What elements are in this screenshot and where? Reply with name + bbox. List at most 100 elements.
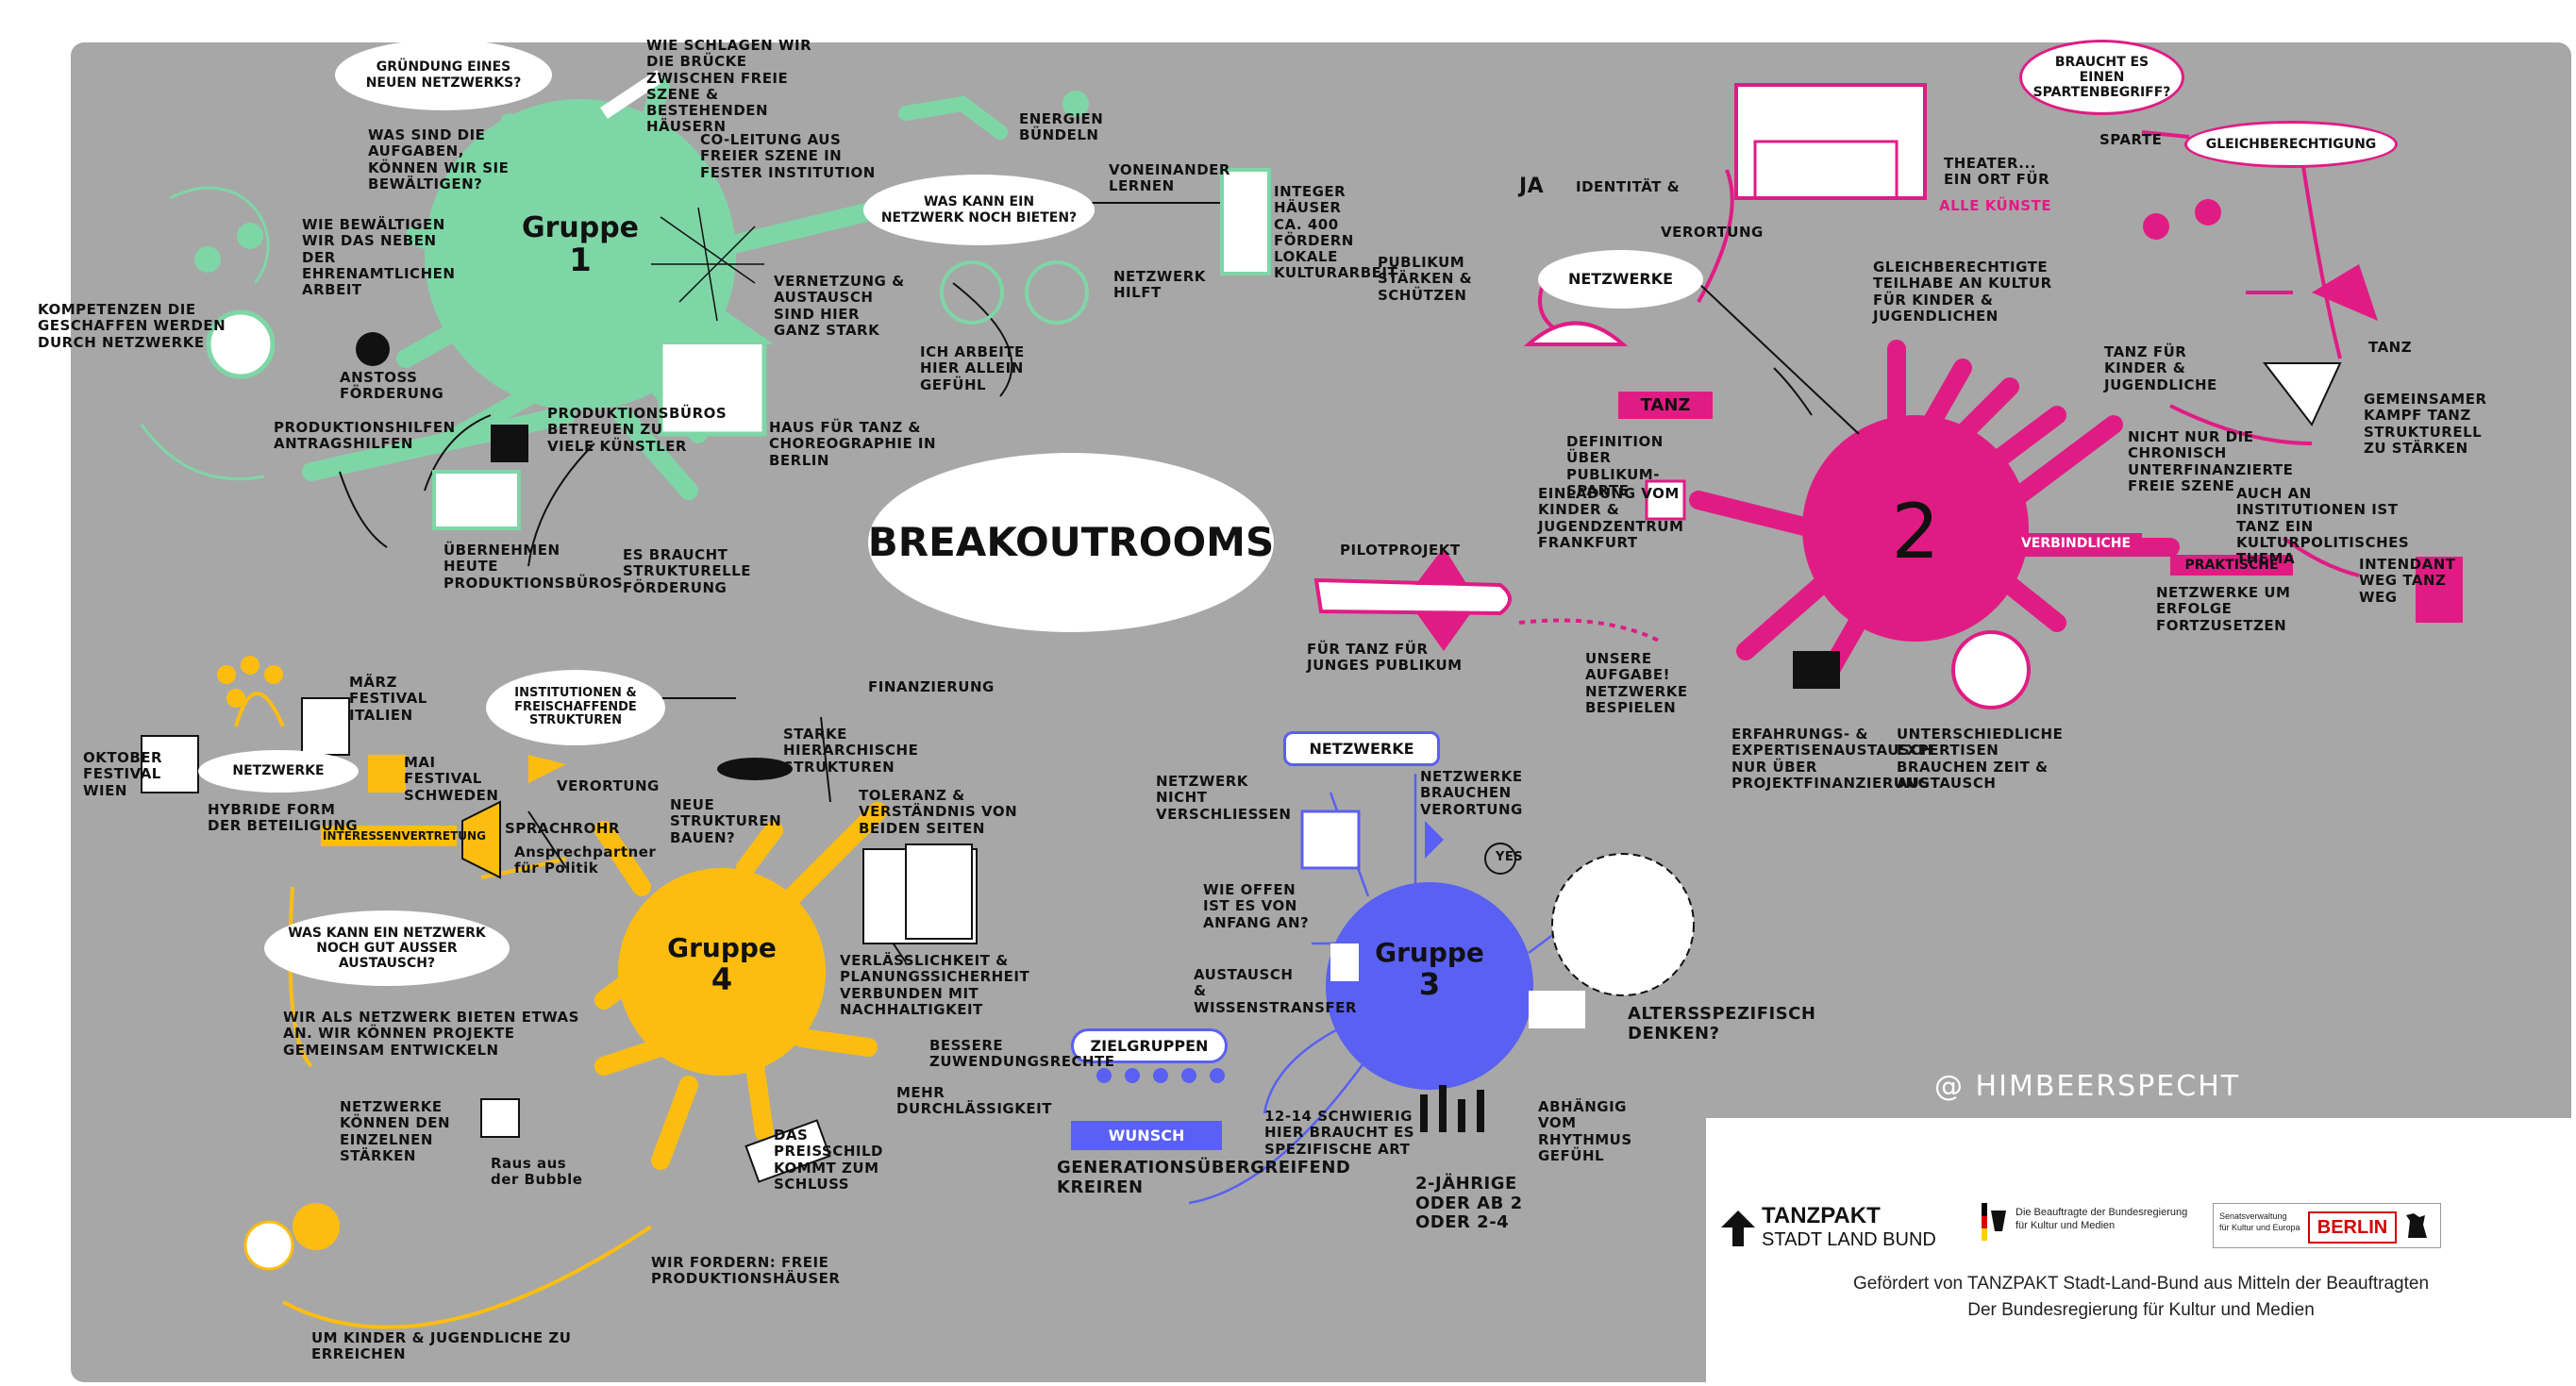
group2-note: Identität & [1576,178,1681,195]
group1-hub-circle [425,99,736,410]
group1-note: Es braucht strukturelle Förderung [623,546,751,596]
group1-note: Anstoß Förderung [340,369,444,403]
group3-note: Altersspezifisch denken? [1628,1004,1816,1044]
group4-inst-bubble: Institutionen & freischaffende Strukture… [486,670,665,745]
group1-note: Haus für Tanz & Choreographie in Berlin [769,419,937,469]
berlin-logo: Senatsverwaltung für Kultur und Europa B… [2213,1203,2441,1248]
group2-note: alle Künste [1939,197,2052,214]
group1-hub-label: Gruppe 1 [500,212,661,278]
group4-question-bubble: Was kann ein Netzwerk noch gut außer Aus… [264,910,510,986]
senat-line2: für Kultur und Europa [2219,1223,2300,1232]
group1-note: Netzwerk hilft [1113,268,1206,302]
group2-note: Definition über Publikum-Sparte [1566,433,1664,499]
group4-note: Starke hierarchische Strukturen [783,726,919,776]
group4-hub-line1: Gruppe [667,932,777,963]
group2-gleich-text: Gleichberechtigung [2205,136,2377,152]
group1-offer-text: Was kann ein Netzwerk noch bieten? [880,194,1078,225]
group2-note: Unsere Aufgabe! Netzwerke bespielen [1585,650,1688,716]
group2-hub-label: 2 [1891,488,1940,576]
bkm-logo: Die Beauftragte der Bundesregierung für … [1982,1203,2187,1244]
tanzpakt-line1: Tanzpakt [1762,1203,1881,1228]
group3-hub-line2: 3 [1418,965,1441,1002]
group1-offer-bubble: Was kann ein Netzwerk noch bieten? [863,175,1095,245]
bear-icon [2406,1213,2427,1238]
group3-zielgruppen-box: Zielgruppen [1071,1028,1228,1063]
group1-note: Co-Leitung aus freier Szene in fester In… [700,131,876,181]
group2-note: Intendant weg Tanz weg [2359,556,2456,606]
senat-line1: Senatsverwaltung [2219,1211,2287,1221]
group4-illustrations [141,656,978,1271]
group4-note: Verlässlichkeit & Planungssicherheit ver… [840,952,1030,1018]
group2-note: Einladung vom Kinder & Jugendzentrum Fra… [1538,485,1684,551]
group4-inst-text: Institutionen & freischaffende Strukture… [514,685,637,728]
group4-interessen-tag: Interessenvertretung [321,826,486,846]
group3-note: 12-14 schwierig hier braucht es spezifis… [1264,1108,1415,1158]
group3-netzwerke-box: Netzwerke [1283,731,1440,766]
group1-illustrations [194,70,1271,530]
group3-note: 2-jährige oder ab 2 oder 2-4 [1415,1174,1523,1233]
group2-note: Gleichberechtigte Teilhabe an Kultur für… [1873,259,2052,325]
group2-note: Verortung [1661,224,1764,241]
group4-note: Hybride Form der Beteiligung [208,801,359,835]
group4-note: Oktober Festival Wien [83,749,163,799]
group1-question-text: Gründung eines neuen Netzwerks? [365,59,522,91]
group4-note: Ansprechpartner für Politik [514,843,657,877]
tanzpakt-line2: Stadt Land Bund [1762,1229,1936,1250]
group3-hub-line1: Gruppe [1375,937,1484,968]
group2-note: Tanz [2368,339,2413,356]
group2-netzwerke-bubble: Netzwerke [1538,250,1703,309]
group2-note: Nicht nur die chronisch unterfinanzierte… [2128,428,2294,494]
group2-note: Auch an Institutionen ist Tanz ein kultu… [2236,485,2410,567]
group2-netzwerke-text: Netzwerke [1567,269,1674,288]
group1-hub-line1: Gruppe [521,211,640,244]
title-text: Breakoutrooms [867,518,1275,565]
group4-note: Toleranz & Verständnis von beiden Seiten [859,787,1018,837]
group4-note: Netzwerke können den einzelnen stärken [340,1098,451,1164]
bkm-line2: für Kultur und Medien [2016,1220,2116,1231]
group2-note: Unterschiedliche Expertisen brauchen Zei… [1897,726,2064,792]
group1-note: Voneinander lernen [1109,161,1230,195]
group4-note: Das Preisschild kommt zum Schluss [774,1127,883,1193]
group2-note: Publikum stärken & schützen [1378,254,1473,304]
arrow-up-icon [1721,1211,1755,1246]
sponsor-panel [1706,1118,2576,1386]
group4-note: Raus aus der Bubble [491,1155,583,1189]
group2-hub-circle [1802,415,2029,642]
credit-line1: Gefördert von TANZPAKT Stadt-Land-Bund a… [1852,1274,2430,1294]
berlin-wordmark: BERLIN [2308,1211,2397,1244]
group1-note: Ich arbeite hier allein Gefühl [920,343,1025,393]
group4-note: Bessere Zuwendungsrechte [929,1037,1115,1071]
group2-tanz-tag: Tanz [1618,392,1713,419]
group4-netzwerke-bubble: Netzwerke [198,750,359,793]
group1-question-bubble: Gründung eines neuen Netzwerks? [335,40,552,110]
credit-line2: Der Bundesregierung für Kultur und Medie… [1967,1300,2315,1320]
group4-arms [594,802,887,1170]
group4-hub-label: Gruppe 4 [642,932,802,997]
group1-note: Wie schlagen wir die Brücke zwischen fre… [646,37,812,136]
group1-note: Was sind die Aufgaben, können wir sie be… [368,126,510,192]
group2-note: Tanz für Kinder & Jugendliche [2104,343,2217,393]
group4-note: Verortung [557,777,660,794]
group3-illustrations [1096,810,1695,1132]
group1-note: Integer Häuser ca. 400 fördern lokale Ku… [1274,183,1398,282]
group1-note: Produktionshilfen Antragshilfen [274,419,456,453]
title-bubble: Breakoutrooms [868,453,1274,632]
group2-note: Theater... ein Ort für [1944,155,2050,189]
group3-wunsch-box: Wunsch [1071,1121,1222,1150]
group1-note: Wie bewältigen wir das neben der ehrenam… [302,216,456,298]
group2-note: Pilotprojekt [1340,542,1461,559]
group4-hub-line2: 4 [711,960,733,997]
group4-note: Um Kinder & Jugendliche zu erreichen [311,1329,572,1363]
group1-note: Produktionsbüros betreuen zu viele Künst… [547,405,728,455]
group2-verbindliche-tag: Verbindliche [2010,533,2142,554]
group4-note: März Festival Italien [349,674,427,724]
group3-note: Netzwerk nicht verschließen [1156,773,1292,823]
group2-note: Sparte [2099,131,2163,148]
artist-watermark: @ Himbeerspecht [1934,1070,2241,1103]
group1-note: Vernetzung & Austausch sind hier ganz st… [774,273,905,339]
group4-note: Sprachrohr [505,820,620,837]
group4-hub-circle [618,868,826,1076]
group2-note: Gemeinsamer Kampf Tanz strukturell zu st… [2364,391,2487,457]
group4-question-text: Was kann ein Netzwerk noch gut außer Aus… [288,925,486,972]
